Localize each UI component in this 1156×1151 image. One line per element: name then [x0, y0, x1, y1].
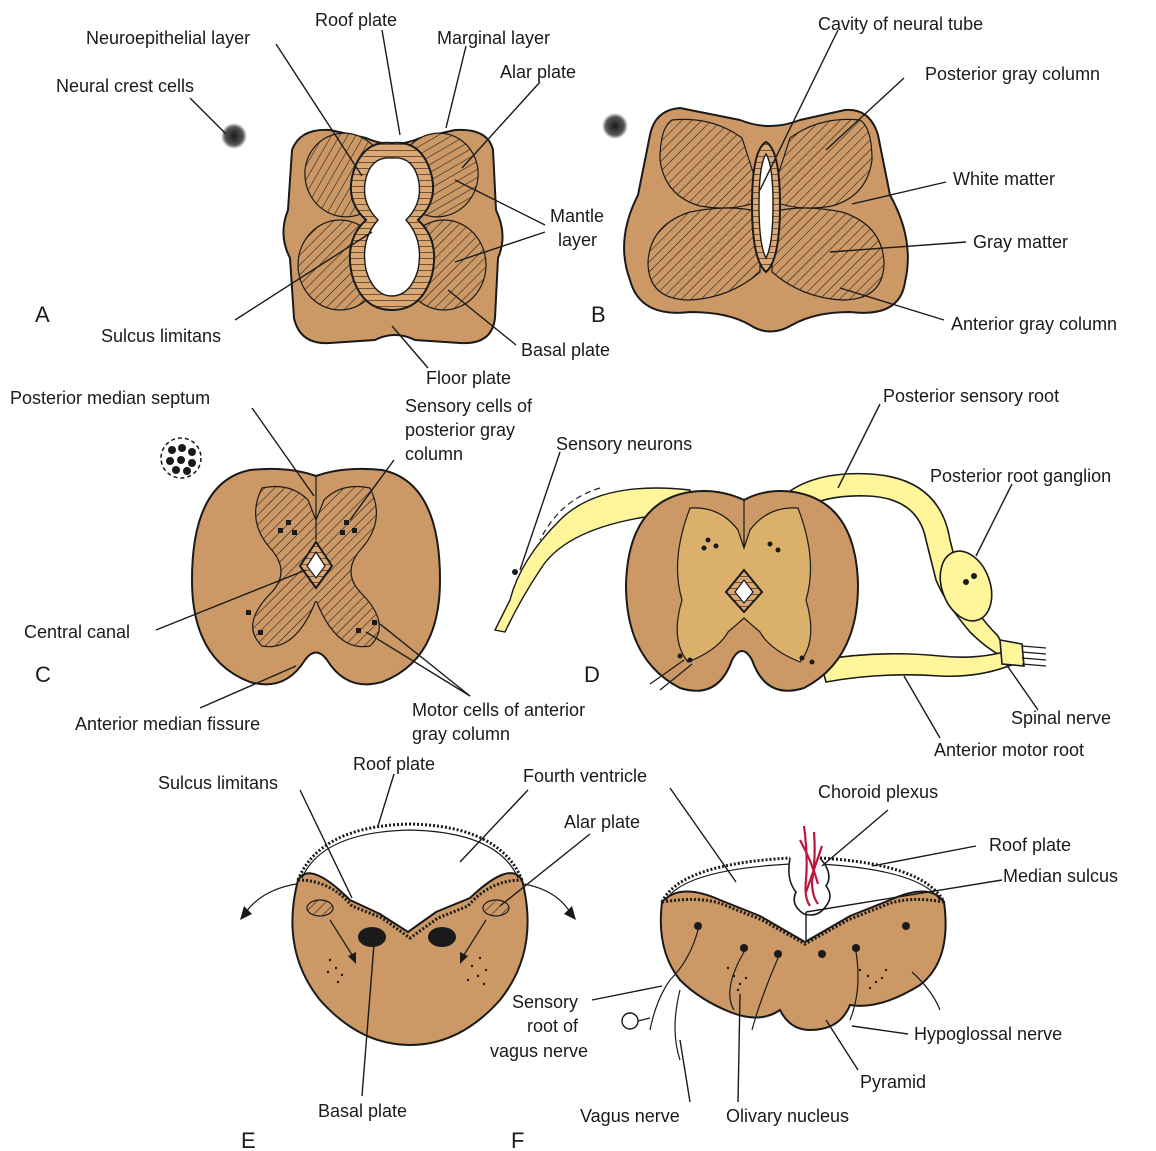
neural-crest-cells-icon-b [602, 113, 628, 139]
panel-c: Posterior median septum Sensory cells of… [10, 388, 585, 744]
white-matter-label: White matter [953, 169, 1055, 189]
vagus-nerve-label: Vagus nerve [580, 1106, 680, 1126]
panel-letter-c: C [35, 662, 51, 687]
rotation-arrow-left [246, 884, 296, 912]
panel-d: Posterior sensory root Sensory neurons P… [495, 386, 1111, 760]
panel-letter-f: F [511, 1128, 524, 1151]
motor-cells-label-2: gray column [412, 724, 510, 744]
panel-e-tissue [292, 873, 527, 1045]
neural-crest-cells-label: Neural crest cells [56, 76, 194, 96]
neural-crest-cluster-icon [161, 438, 201, 478]
sensory-neurons-label: Sensory neurons [556, 434, 692, 454]
floor-plate-label: Floor plate [426, 368, 511, 388]
neural-tube-cavity [365, 158, 420, 296]
sensory-cells-label-3: column [405, 444, 463, 464]
rotation-arrow-right [524, 884, 570, 912]
median-sulcus-label: Median sulcus [1003, 866, 1118, 886]
sensory-root-label-3: vagus nerve [490, 1041, 588, 1061]
neural-crest-cells-icon [221, 123, 247, 149]
hypoglossal-nerve-label: Hypoglossal nerve [914, 1024, 1062, 1044]
basal-plate-left-e [358, 927, 386, 947]
fourth-ventricle-label: Fourth ventricle [523, 766, 647, 786]
anterior-median-fissure-label: Anterior median fissure [75, 714, 260, 734]
panel-letter-e: E [241, 1128, 256, 1151]
marginal-layer-label: Marginal layer [437, 28, 550, 48]
anterior-motor-root-label: Anterior motor root [934, 740, 1084, 760]
spinal-nerve-label: Spinal nerve [1011, 708, 1111, 728]
posterior-root-ganglion-label: Posterior root ganglion [930, 466, 1111, 486]
panel-a: Roof plate Neuroepithelial layer Margina… [35, 10, 610, 388]
roof-plate-label-e: Roof plate [353, 754, 435, 774]
choroid-plexus-label: Choroid plexus [818, 782, 938, 802]
alar-plate-left-e [307, 900, 333, 916]
motor-cells-label-1: Motor cells of anterior [412, 700, 585, 720]
sulcus-limitans-label-a: Sulcus limitans [101, 326, 221, 346]
anterior-motor-root [820, 650, 1014, 682]
panel-letter-d: D [584, 662, 600, 687]
pyramid-label: Pyramid [860, 1072, 926, 1092]
sulcus-limitans-label-e: Sulcus limitans [158, 773, 278, 793]
basal-plate-label-e: Basal plate [318, 1101, 407, 1121]
sensory-root-label-1: Sensory [512, 992, 578, 1012]
panel-b: Cavity of neural tube Posterior gray col… [591, 14, 1117, 334]
sensory-cells-label-2: posterior gray [405, 420, 515, 440]
sensory-root-label-2: root of [527, 1016, 579, 1036]
choroid-plexus [789, 858, 830, 915]
anterior-gray-column-label: Anterior gray column [951, 314, 1117, 334]
posterior-median-septum-label: Posterior median septum [10, 388, 210, 408]
basal-plate-right-e [428, 927, 456, 947]
posterior-gray-column-label: Posterior gray column [925, 64, 1100, 84]
panel-letter-b: B [591, 302, 606, 327]
spinal-nerve-fibers [1022, 646, 1046, 666]
neural-tube-cavity-b [759, 154, 773, 258]
sensory-cells-label-1: Sensory cells of [405, 396, 533, 416]
roof-plate-label-a: Roof plate [315, 10, 397, 30]
alar-plate-label-e: Alar plate [564, 812, 640, 832]
vagus-ganglion-icon [622, 1013, 638, 1029]
neuroepithelial-layer-label: Neuroepithelial layer [86, 28, 250, 48]
panel-e: Sulcus limitans Roof plate Alar plate Ba… [158, 754, 640, 1151]
spinal-nerve [1000, 640, 1024, 666]
gray-matter-label: Gray matter [973, 232, 1068, 252]
central-canal-label: Central canal [24, 622, 130, 642]
alar-plate-label-a: Alar plate [500, 62, 576, 82]
basal-plate-label-a: Basal plate [521, 340, 610, 360]
olivary-nucleus-label: Olivary nucleus [726, 1106, 849, 1126]
mantle-layer-label-2: layer [558, 230, 597, 250]
mantle-layer-label-1: Mantle [550, 206, 604, 226]
panel-letter-a: A [35, 302, 50, 327]
posterior-sensory-root-label: Posterior sensory root [883, 386, 1059, 406]
cavity-of-neural-tube-label: Cavity of neural tube [818, 14, 983, 34]
roof-plate-label-f: Roof plate [989, 835, 1071, 855]
